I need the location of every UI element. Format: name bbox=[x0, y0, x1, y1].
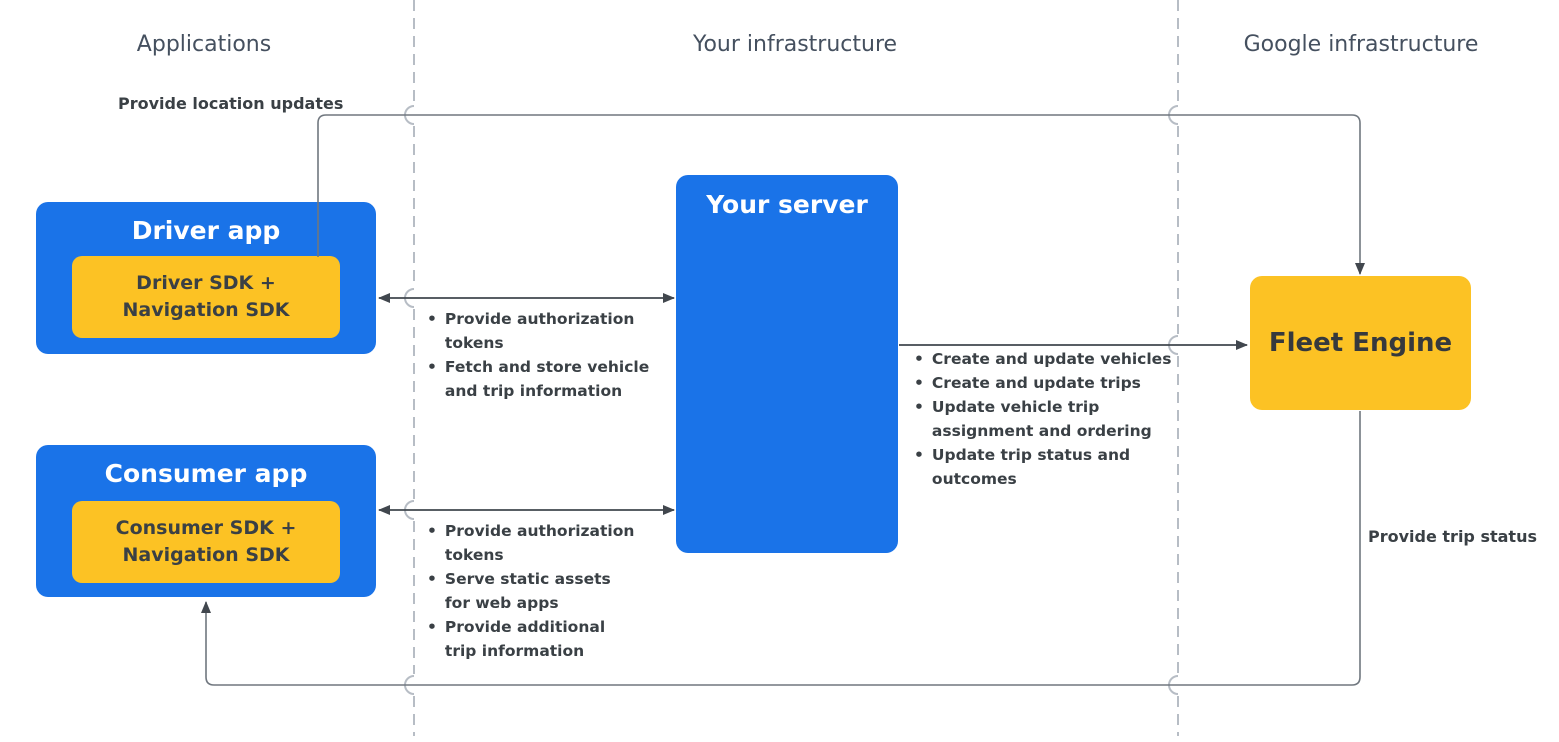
your-server-title: Your server bbox=[706, 190, 868, 219]
driver-server-notes: • Provide authorization tokens • Fetch a… bbox=[427, 307, 649, 403]
driver-sdk-box: Driver SDK + Navigation SDK bbox=[72, 256, 340, 338]
provide-trip-status-label: Provide trip status bbox=[1368, 527, 1537, 546]
bullet-icon: • bbox=[427, 358, 437, 376]
column-header-google-infrastructure: Google infrastructure bbox=[1243, 32, 1479, 57]
list-item: • Create and update vehicles bbox=[914, 347, 1171, 371]
line-hop bbox=[404, 675, 415, 695]
bullet-icon: • bbox=[914, 446, 924, 464]
driver-app-node: Driver app Driver SDK + Navigation SDK bbox=[36, 202, 376, 354]
fleet-engine-node: Fleet Engine bbox=[1250, 276, 1471, 410]
line-hop bbox=[1168, 105, 1179, 125]
bullet-icon: • bbox=[914, 398, 924, 416]
bullet-icon: • bbox=[427, 570, 437, 588]
list-item: • Fetch and store vehicle and trip infor… bbox=[427, 355, 649, 403]
your-server-node: Your server bbox=[676, 175, 898, 553]
bullet-icon: • bbox=[427, 522, 437, 540]
consumer-app-node: Consumer app Consumer SDK + Navigation S… bbox=[36, 445, 376, 597]
provide-location-updates-label: Provide location updates bbox=[118, 94, 344, 113]
bullet-icon: • bbox=[427, 618, 437, 636]
bullet-icon: • bbox=[914, 350, 924, 368]
list-item: • Provide authorization tokens bbox=[427, 519, 634, 567]
bullet-icon: • bbox=[427, 310, 437, 328]
list-item: • Update trip status and outcomes bbox=[914, 443, 1171, 491]
list-item: • Provide additional trip information bbox=[427, 615, 634, 663]
list-item: • Serve static assets for web apps bbox=[427, 567, 634, 615]
line-hop bbox=[404, 105, 415, 125]
line-hop bbox=[1168, 675, 1179, 695]
column-header-your-infrastructure: Your infrastructure bbox=[692, 32, 898, 57]
list-item: • Create and update trips bbox=[914, 371, 1171, 395]
line-hop bbox=[404, 500, 415, 520]
consumer-server-notes: • Provide authorization tokens • Serve s… bbox=[427, 519, 634, 663]
consumer-app-title: Consumer app bbox=[104, 459, 308, 488]
consumer-sdk-label: Consumer SDK + Navigation SDK bbox=[115, 517, 297, 566]
column-divider-left bbox=[404, 0, 415, 736]
bullet-icon: • bbox=[914, 374, 924, 392]
column-header-applications: Applications bbox=[136, 32, 272, 57]
list-item: • Update vehicle trip assignment and ord… bbox=[914, 395, 1171, 443]
driver-app-title: Driver app bbox=[131, 216, 281, 245]
fleet-engine-title: Fleet Engine bbox=[1268, 328, 1453, 358]
line-hop bbox=[404, 288, 415, 308]
list-item: • Provide authorization tokens bbox=[427, 307, 649, 355]
server-fleet-notes: • Create and update vehicles • Create an… bbox=[914, 347, 1171, 491]
driver-sdk-label: Driver SDK + Navigation SDK bbox=[122, 272, 290, 321]
consumer-sdk-box: Consumer SDK + Navigation SDK bbox=[72, 501, 340, 583]
